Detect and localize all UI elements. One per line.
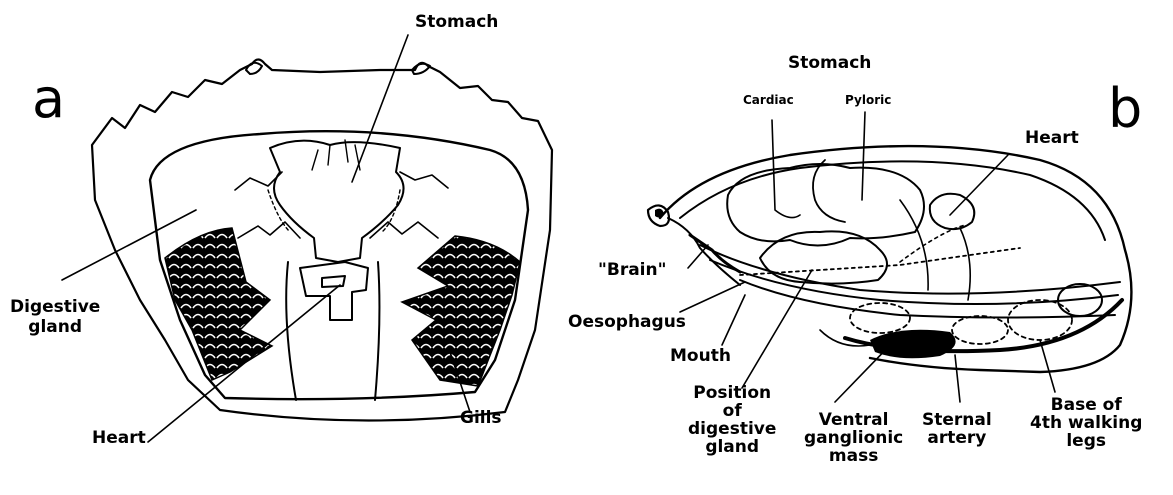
label-heart-a: Heart (92, 430, 146, 447)
panel-b-letter: b (1108, 82, 1142, 136)
label-cardiac: Cardiac (743, 94, 794, 106)
label-heart-b: Heart (1025, 130, 1079, 147)
label-brain: "Brain" (598, 262, 666, 279)
panel-a-drawing (62, 35, 552, 442)
label-stomach-b: Stomach (788, 55, 871, 72)
label-pyloric: Pyloric (845, 94, 891, 106)
heart-a (300, 262, 368, 320)
gills-right (402, 236, 520, 386)
heart-b (930, 194, 974, 229)
label-sternal-artery: Sternal artery (922, 412, 992, 448)
stomach-a (270, 141, 404, 262)
label-stomach-a: Stomach (415, 14, 498, 31)
label-position-digestive-gland: Position of digestive gland (688, 385, 776, 456)
label-base-4th-walking-legs: Base of 4th walking legs (1030, 397, 1142, 451)
label-oesophagus: Oesophagus (568, 314, 686, 331)
panel-a-letter: a (32, 72, 65, 126)
ventral-ganglionic-mass (870, 330, 956, 358)
label-mouth: Mouth (670, 348, 731, 365)
label-digestive-gland-a: Digestive gland (10, 298, 100, 337)
digestive-gland-b (760, 231, 887, 283)
label-ventral-ganglionic-mass: Ventral ganglionic mass (804, 412, 903, 466)
gills-left (165, 228, 272, 380)
label-gills: Gills (460, 410, 502, 427)
stomach-b (727, 164, 924, 246)
